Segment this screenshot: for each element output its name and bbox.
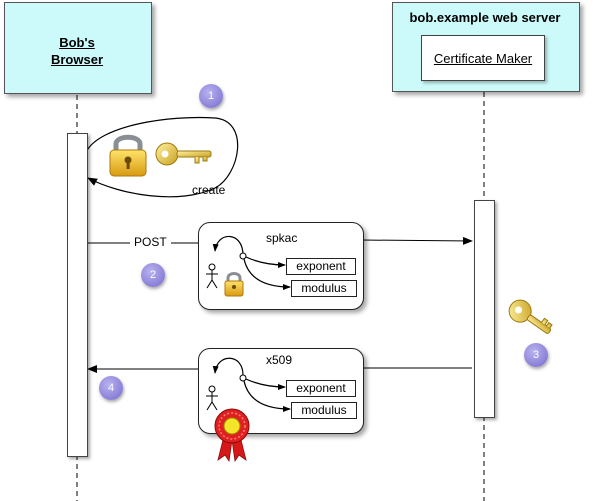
spkac-structure-lines bbox=[212, 235, 291, 290]
lock-icon bbox=[109, 134, 147, 177]
person-icon bbox=[206, 263, 218, 289]
step-1-badge: 1 bbox=[199, 84, 223, 108]
x509-title: x509 bbox=[266, 353, 293, 367]
server-title: bob.example web server bbox=[409, 10, 561, 25]
step-4-badge: 4 bbox=[99, 376, 123, 400]
bob-browser-box bbox=[4, 2, 152, 94]
post-label: POST bbox=[130, 235, 171, 249]
server-key-icon bbox=[508, 299, 553, 334]
small-lock-icon bbox=[224, 272, 244, 297]
spkac-title: spkac bbox=[266, 231, 298, 245]
step-3-badge: 3 bbox=[524, 343, 548, 367]
spkac-modulus-field: modulus bbox=[291, 280, 357, 297]
post-arrow-right bbox=[360, 236, 473, 245]
step-2-badge: 2 bbox=[141, 263, 165, 287]
spkac-exponent-field: exponent bbox=[286, 258, 356, 275]
person-icon bbox=[206, 385, 218, 411]
bob-activation-bar bbox=[67, 133, 88, 457]
create-label: create bbox=[192, 183, 226, 197]
create-self-arrow bbox=[85, 116, 239, 198]
spkac-message-box: spkac exponent modulus bbox=[198, 222, 364, 310]
certificate-seal-icon bbox=[214, 408, 250, 462]
x509-structure-lines bbox=[212, 357, 291, 412]
x509-message-box: x509 exponent modulus bbox=[198, 348, 364, 434]
certificate-maker-label: Certificate Maker bbox=[433, 50, 533, 66]
certificate-maker-box: Certificate Maker bbox=[421, 35, 545, 81]
server-activation-bar bbox=[474, 200, 495, 418]
key-icon bbox=[155, 142, 212, 166]
x509-exponent-field: exponent bbox=[286, 380, 356, 397]
x509-modulus-field: modulus bbox=[291, 402, 357, 419]
